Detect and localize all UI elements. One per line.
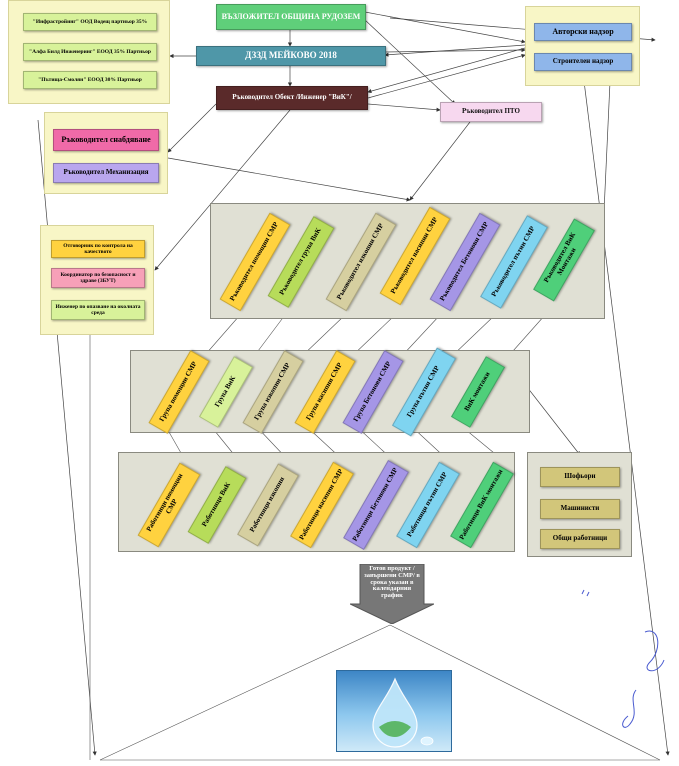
quality-officer-box: Отговорник по контрола на качеството: [51, 240, 145, 258]
arrow-down-icon: Готов продукт /завършени СМР/ в срока ук…: [350, 564, 434, 624]
investor-box: ВЪЗЛОЖИТЕЛ ОБЩИНА РУДОЗЕМ: [216, 4, 366, 30]
mechanization-manager-box: Ръководител Механизация: [53, 163, 159, 183]
partners-panel: "Инфрастройинг" ООД Водещ партньор 35% "…: [8, 0, 170, 104]
product-text: Готов продукт /завършени СМР/ в срока ук…: [364, 565, 420, 600]
construction-supervision-box: Строителен надзор: [534, 53, 632, 71]
partner-item: "Инфрастройинг" ООД Водещ партньор 35%: [23, 13, 157, 31]
workers-panel: Работници помощни СМР Работници ВиК Рабо…: [118, 452, 515, 552]
group-box: ВиК монтажи: [450, 356, 506, 428]
supervision-panel: Авторски надзор Строителен надзор: [525, 6, 640, 86]
general-workers-box: Общи работници: [540, 529, 620, 549]
operators-box: Машинисти: [540, 499, 620, 519]
group-box: Група помощни СМР: [148, 350, 210, 434]
supply-panel: Ръководител снабдяване Ръководител Механ…: [44, 112, 168, 194]
worker-box: Работници помощни СМР: [137, 462, 201, 548]
managers-panel: Ръководител помощни СМР Ръководител груп…: [210, 203, 605, 319]
pto-box: Ръководител ПТО: [440, 102, 542, 122]
partner-item: "Алфа Билд Инженеринг" ЕООД 35% Партньор: [23, 43, 157, 61]
safety-coordinator-box: Координатор по безопасност и здраве (ЗБУ…: [51, 268, 145, 288]
resources-panel: Шофьори Машинисти Общи работници: [527, 452, 632, 557]
partner-item: "Пътища-Смолян" ЕООД 30% Партньор: [23, 71, 157, 89]
drivers-box: Шофьори: [540, 467, 620, 487]
author-supervision-box: Авторски надзор: [534, 23, 632, 41]
worker-box: Работници изкопни: [237, 463, 299, 547]
quality-panel: Отговорник по контрола на качеството Коо…: [40, 225, 154, 335]
dzzd-box: ДЗЗД МЕЙКОВО 2018: [196, 46, 386, 66]
water-drop-icon: [336, 670, 452, 752]
environment-engineer-box: Инженер по опазване на околната среда: [51, 300, 145, 320]
groups-panel: Група помощни СМР Група ВиК Група изкопн…: [130, 347, 530, 437]
worker-box: Работници ВиК монтажи: [450, 461, 514, 549]
supply-manager-box: Ръководител снабдяване: [53, 129, 159, 151]
site-manager-box: Ръководител Обект /Инженер "ВиК"/: [216, 86, 368, 110]
